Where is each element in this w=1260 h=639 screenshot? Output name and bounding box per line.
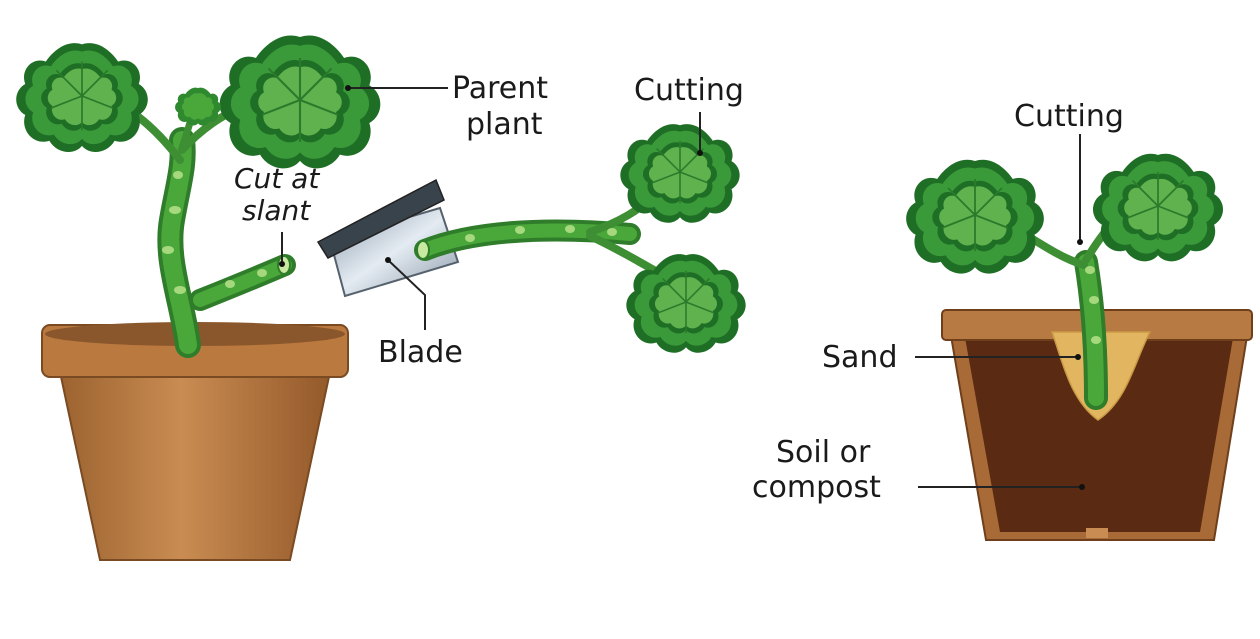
parent-leaf-right <box>219 35 381 169</box>
blade-edge <box>316 178 445 259</box>
label-blade: Blade <box>378 335 463 370</box>
label-parent-plant-line1: Parent <box>452 71 548 106</box>
leader-lines <box>279 85 1085 490</box>
label-soil-line2: compost <box>752 470 881 505</box>
label-cutting-right: Cutting <box>1014 99 1124 134</box>
label-parent-plant-line2: plant <box>466 107 543 142</box>
right-pot-soil <box>964 332 1234 532</box>
blade-group <box>316 178 460 298</box>
parent-plant-group <box>16 35 381 561</box>
cutting-leaf-top <box>620 124 740 223</box>
label-cut-line2: slant <box>242 194 311 227</box>
label-cut-line1: Cut at <box>234 162 320 195</box>
cutting-group <box>414 124 746 353</box>
label-soil-line1: Soil or <box>776 435 871 470</box>
label-cutting-top: Cutting <box>634 73 744 108</box>
planted-leaf-right <box>1092 153 1224 262</box>
leader-blade <box>387 259 426 330</box>
parent-pot-body <box>58 371 332 561</box>
cutting-leaf-bottom <box>626 254 746 353</box>
parent-leaf-left <box>16 43 148 152</box>
parent-leaf-small <box>175 87 221 126</box>
labels: Parent plant Cut at slant Blade Cutting … <box>234 71 1124 505</box>
planted-leaf-left <box>906 159 1044 274</box>
parent-stem-nodes <box>162 171 267 294</box>
label-sand: Sand <box>822 340 897 375</box>
